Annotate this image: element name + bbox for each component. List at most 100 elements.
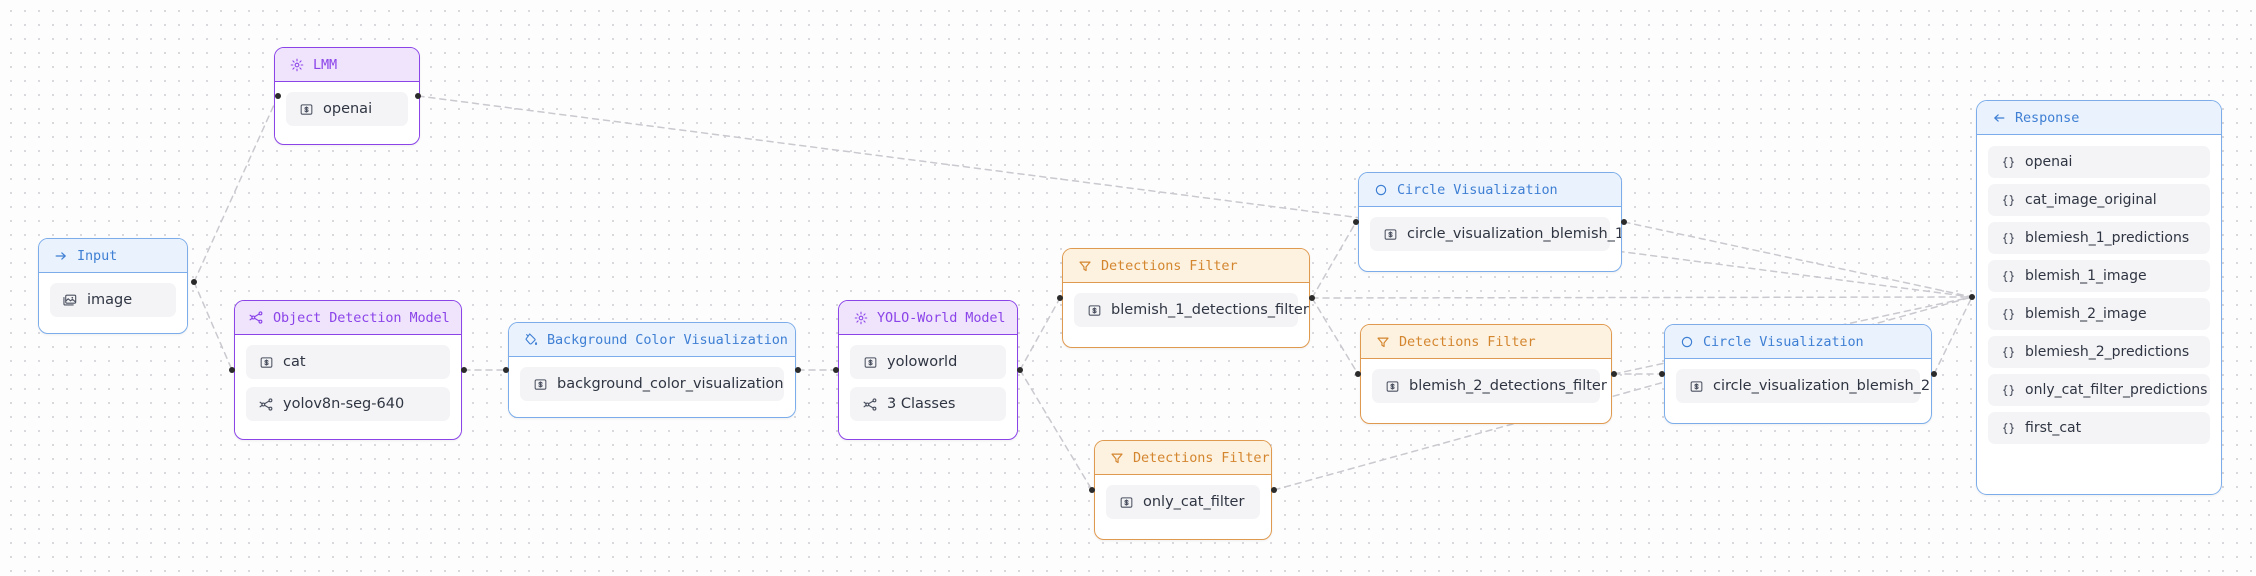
gear-icon — [853, 310, 868, 325]
response-output-item[interactable]: blemiesh_2_predictions — [1988, 336, 2210, 368]
node-property-row[interactable]: blemish_2_detections_filter — [1372, 369, 1607, 403]
node-object-detection-model[interactable]: Object Detection Model cat yolov8n-seg-640 — [234, 300, 462, 440]
connector-port[interactable] — [415, 93, 421, 99]
connector-port[interactable] — [503, 367, 509, 373]
response-output-item[interactable]: cat_image_original — [1988, 184, 2210, 216]
node-header-detections-filter-blemish-1[interactable]: Detections Filter — [1063, 249, 1309, 283]
node-circle-visualization-blemish-1[interactable]: Circle Visualization circle_visualization… — [1358, 172, 1622, 272]
node-body-object-detection-model: cat yolov8n-seg-640 — [235, 335, 461, 432]
connector-port[interactable] — [1057, 295, 1063, 301]
row-label: image — [87, 291, 133, 308]
connector-port[interactable] — [1017, 367, 1023, 373]
dollar-box-icon — [1118, 494, 1134, 510]
node-property-row[interactable]: cat — [246, 345, 450, 379]
edge-circle-visualization-blemish-2-to-response — [1933, 296, 1973, 375]
node-header-lmm[interactable]: LMM — [275, 48, 419, 82]
row-label: yoloworld — [887, 353, 958, 370]
edge-input-to-object-detection-model — [193, 281, 233, 371]
connector-port[interactable] — [1271, 487, 1277, 493]
connector-port[interactable] — [1969, 294, 1975, 300]
connector-port[interactable] — [1931, 371, 1937, 377]
edge-detections-filter-blemish-1-to-detections-filter-blemish-2 — [1311, 297, 1359, 375]
braces-icon — [2000, 306, 2016, 322]
row-label: openai — [2025, 154, 2073, 170]
row-label: only_cat_filter_predictions — [2025, 382, 2208, 398]
edge-detections-filter-blemish-1-to-response — [1311, 296, 1973, 299]
connector-port[interactable] — [1353, 219, 1359, 225]
connector-port[interactable] — [1089, 487, 1095, 493]
node-detections-filter-only-cat[interactable]: Detections Filter only_cat_filter — [1094, 440, 1272, 540]
node-property-row[interactable]: circle_visualization_blemish_2 — [1676, 369, 1930, 403]
response-output-item[interactable]: blemiesh_1_predictions — [1988, 222, 2210, 254]
node-body-circle-visualization-blemish-1: circle_visualization_blemish_1 — [1359, 207, 1621, 262]
node-title: LMM — [313, 56, 338, 73]
node-circle-visualization-blemish-2[interactable]: Circle Visualization circle_visualization… — [1664, 324, 1932, 424]
node-header-yolo-world-model[interactable]: YOLO-World Model — [839, 301, 1017, 335]
connector-port[interactable] — [1611, 371, 1617, 377]
dollar-box-icon — [1688, 378, 1704, 394]
row-label: blemiesh_1_predictions — [2025, 230, 2190, 246]
edge-yolo-world-model-to-detections-filter-only-cat — [1019, 369, 1093, 491]
graph-nodes-icon — [249, 310, 264, 325]
connector-port[interactable] — [229, 367, 235, 373]
node-background-color-visualization[interactable]: Background Color Visualization background… — [508, 322, 796, 418]
node-property-row[interactable]: blemish_1_detections_filter — [1074, 293, 1309, 327]
braces-icon — [2000, 420, 2016, 436]
node-title: Response — [2015, 109, 2080, 126]
node-body-lmm: openai — [275, 82, 419, 137]
node-header-circle-visualization-blemish-1[interactable]: Circle Visualization — [1359, 173, 1621, 207]
connector-port[interactable] — [1621, 219, 1627, 225]
node-header-response[interactable]: Response — [1977, 101, 2221, 135]
connector-port[interactable] — [1355, 371, 1361, 377]
node-property-row[interactable]: image — [50, 283, 176, 317]
node-property-row[interactable]: yolov8n-seg-640 — [246, 387, 450, 421]
node-property-row[interactable]: background_color_visualization — [520, 367, 784, 401]
connector-port[interactable] — [191, 279, 197, 285]
connector-port[interactable] — [275, 93, 281, 99]
arrow-left-icon — [1991, 110, 2006, 125]
node-property-row[interactable]: only_cat_filter — [1106, 485, 1260, 519]
response-output-item[interactable]: blemish_2_image — [1988, 298, 2210, 330]
dollar-box-icon — [862, 354, 878, 370]
connector-port[interactable] — [1659, 371, 1665, 377]
node-header-detections-filter-blemish-2[interactable]: Detections Filter — [1361, 325, 1611, 359]
graph-nodes-icon — [258, 396, 274, 412]
dollar-box-icon — [1086, 302, 1102, 318]
node-yolo-world-model[interactable]: YOLO-World Model yoloworld 3 Classes — [838, 300, 1018, 440]
node-lmm[interactable]: LMM openai — [274, 47, 420, 145]
response-output-item[interactable]: only_cat_filter_predictions — [1988, 374, 2210, 406]
node-header-input[interactable]: Input — [39, 239, 187, 273]
connector-port[interactable] — [1309, 295, 1315, 301]
node-header-detections-filter-only-cat[interactable]: Detections Filter — [1095, 441, 1271, 475]
row-label: blemish_2_detections_filter — [1409, 377, 1607, 394]
gear-icon — [289, 57, 304, 72]
response-output-item[interactable]: openai — [1988, 146, 2210, 178]
node-detections-filter-blemish-1[interactable]: Detections Filter blemish_1_detections_fi… — [1062, 248, 1310, 348]
response-output-item[interactable]: first_cat — [1988, 412, 2210, 444]
node-property-row[interactable]: yoloworld — [850, 345, 1006, 379]
braces-icon — [2000, 382, 2016, 398]
row-label: only_cat_filter — [1143, 493, 1245, 510]
row-label: circle_visualization_blemish_1 — [1407, 225, 1622, 242]
node-body-background-color-visualization: background_color_visualization — [509, 357, 795, 412]
row-label: circle_visualization_blemish_2 — [1713, 377, 1931, 394]
node-property-row[interactable]: openai — [286, 92, 408, 126]
node-header-background-color-visualization[interactable]: Background Color Visualization — [509, 323, 795, 357]
node-input[interactable]: Input image — [38, 238, 188, 334]
response-output-item[interactable]: blemish_1_image — [1988, 260, 2210, 292]
row-label: blemish_1_detections_filter — [1111, 301, 1309, 318]
node-detections-filter-blemish-2[interactable]: Detections Filter blemish_2_detections_fi… — [1360, 324, 1612, 424]
node-response[interactable]: Response openai cat_image_original blemiesh… — [1976, 100, 2222, 495]
connector-port[interactable] — [833, 367, 839, 373]
node-property-row[interactable]: circle_visualization_blemish_1 — [1370, 217, 1621, 251]
node-header-circle-visualization-blemish-2[interactable]: Circle Visualization — [1665, 325, 1931, 359]
graph-nodes-icon — [862, 396, 878, 412]
node-body-yolo-world-model: yoloworld 3 Classes — [839, 335, 1017, 432]
node-title: Background Color Visualization — [547, 331, 788, 348]
node-property-row[interactable]: 3 Classes — [850, 387, 1006, 421]
connector-port[interactable] — [461, 367, 467, 373]
node-header-object-detection-model[interactable]: Object Detection Model — [235, 301, 461, 335]
node-title: Detections Filter — [1399, 333, 1536, 350]
connector-port[interactable] — [795, 367, 801, 373]
